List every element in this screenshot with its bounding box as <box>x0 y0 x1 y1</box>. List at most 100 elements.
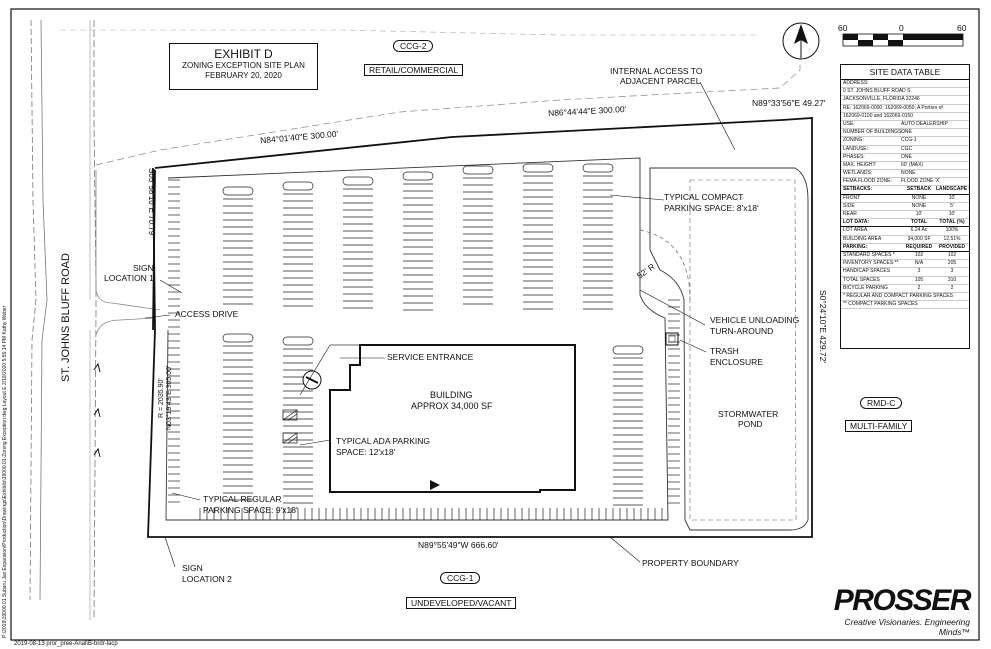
address-label: ADDRESS: <box>841 80 969 89</box>
exhibit-title-block: EXHIBIT D ZONING EXCEPTION SITE PLAN FEB… <box>169 43 318 90</box>
parking-island <box>522 163 554 173</box>
scale-mid: 0 <box>899 23 904 33</box>
callout-compact-1: TYPICAL COMPACT <box>664 192 744 202</box>
parking-island <box>282 181 314 191</box>
logo-name: PROSSER <box>833 584 972 617</box>
parking-row-cell-0: TOTAL SPACES <box>843 276 880 283</box>
parking-row-cell-1: 105 <box>914 276 924 283</box>
site-row-cell-1: CCG-1 <box>901 137 917 144</box>
site-row-cell-1: AUTO DEALERSHIP <box>901 120 948 127</box>
setback-row-cell-2: 10' <box>948 211 956 217</box>
parking-row-cell-0: BICYCLE PARKING <box>843 284 888 291</box>
lot-row-cell-0: BUILDING AREA <box>843 235 882 242</box>
parking-row: STANDARD SPACES * 102 102 <box>841 251 969 261</box>
stormwater-label-2: POND <box>738 419 763 429</box>
parking-row-cell-0: INVENTORY SPACES ** <box>843 260 899 267</box>
parking-row-cell-2: 2 <box>950 284 954 291</box>
zone-use-east: MULTI-FAMILY <box>845 420 913 432</box>
building-label: BUILDING <box>430 390 473 400</box>
bearing-east: S0°24'10"E 429.72' <box>818 290 828 363</box>
lot-row-cell-1: 34,000 SF <box>907 235 931 242</box>
footer-info: 2019-08-13 pror_pree-Anal\B-brdr-lacp <box>14 641 118 647</box>
site-row: LANDUSE:CGC <box>841 146 969 154</box>
note-1: * REGULAR AND COMPACT PARKING SPACES <box>841 293 969 302</box>
parking-label: PARKING: <box>843 243 868 250</box>
address-line-1: 0 ST. JOHNS BLUFF ROAD S <box>841 88 969 97</box>
zone-use-south: UNDEVELOPED/VACANT <box>406 597 517 609</box>
callout-service-entrance: SERVICE ENTRANCE <box>387 352 474 362</box>
scale-right: 60 <box>957 23 967 33</box>
parking-row-cell-2: 205 <box>947 260 957 267</box>
callout-compact-2: PARKING SPACE: 8'x18' <box>664 203 759 213</box>
setback-row-cell-1: NONE <box>911 202 927 209</box>
setback-row-cell-1: NONE <box>911 194 927 201</box>
site-row-cell-0: ZONING: <box>843 137 864 144</box>
callout-trash-1: TRASH <box>710 346 739 356</box>
site-data-table: SITE DATA TABLE ADDRESS: 0 ST. JOHNS BLU… <box>840 64 970 349</box>
site-row: PHASES:ONE <box>841 154 969 162</box>
setback-row: FRONT NONE 10' <box>841 195 969 203</box>
bearing-west-radius: R = 2035.90' <box>158 378 165 418</box>
callout-sign2-2: LOCATION 2 <box>182 574 232 584</box>
exhibit-title: EXHIBIT D <box>214 47 273 61</box>
site-row: USE:AUTO DEALERSHIP <box>841 120 969 130</box>
callout-regular-2: PARKING SPACE: 9'x18' <box>203 505 298 515</box>
parking-island <box>222 333 254 343</box>
callout-internal-access-1: INTERNAL ACCESS TO <box>610 66 703 76</box>
parking-row-cell-0: HANDICAP SPACES <box>843 268 891 275</box>
bearing-west-upper: S05°58'10"E 70.79' <box>147 168 156 237</box>
parking-header: PARKING: REQUIRED PROVIDED <box>841 244 969 252</box>
parking-row: TOTAL SPACES 105 310 <box>841 277 969 285</box>
road-label: ST. JOHNS BLUFF ROAD <box>60 253 72 382</box>
parking-row-cell-0: STANDARD SPACES * <box>843 251 895 258</box>
callout-access-drive: ACCESS DRIVE <box>175 309 239 319</box>
setback-row-cell-0: FRONT <box>843 194 861 201</box>
parking-row-cell-2: 3 <box>950 268 954 275</box>
parking-island <box>282 336 314 346</box>
setback-row-cell-0: REAR <box>843 211 857 217</box>
stormwater-label-1: STORMWATER <box>718 409 779 419</box>
parking-col-2: PROVIDED <box>938 243 966 250</box>
site-row: NUMBER OF BUILDINGS:ONE <box>841 129 969 138</box>
parking-col-1: REQUIRED <box>905 243 933 250</box>
parking-row-cell-1: 102 <box>914 251 924 258</box>
lot-row-cell-0: LOT AREA <box>843 227 868 234</box>
exhibit-subtitle: ZONING EXCEPTION SITE PLAN <box>182 61 305 70</box>
re-line-2: 162069-0100 and 162069-0150 <box>841 113 969 121</box>
setback-row-cell-2: 10' <box>948 194 956 201</box>
setback-row-cell-2: 5' <box>950 202 954 209</box>
bearing-south: N89°55'49"W 666.60' <box>418 540 499 550</box>
bearing-west-lower: N03°19'43"E 305.00' <box>166 365 173 430</box>
lot-row-cell-2: 12.51% <box>943 235 961 242</box>
scale-left: 60 <box>838 23 848 33</box>
site-row-cell-0: PHASES: <box>843 153 865 160</box>
callout-property-boundary: PROPERTY BOUNDARY <box>642 558 739 568</box>
setbacks-col-1: SETBACK <box>906 186 932 193</box>
callout-ada-1: TYPICAL ADA PARKING <box>336 436 431 446</box>
parking-island <box>342 176 374 186</box>
site-row: FEMA FLOOD ZONE:FLOOD ZONE 'X' <box>841 178 969 187</box>
callout-internal-access-2: ADJACENT PARCEL <box>620 76 701 86</box>
site-row-cell-0: LANDUSE: <box>843 145 869 152</box>
parking-island <box>582 163 614 173</box>
callout-regular-1: TYPICAL REGULAR <box>203 494 282 504</box>
site-row-cell-1: FLOOD ZONE 'X' <box>901 178 941 185</box>
site-row: ZONING: CCG-1 <box>841 137 969 146</box>
parking-island <box>462 165 494 175</box>
site-data-title: SITE DATA TABLE <box>841 65 969 80</box>
parking-island <box>612 345 644 355</box>
lot-row: BUILDING AREA 34,000 SF 12.51% <box>841 236 969 244</box>
bearing-north-east: N89°33'56"E 49.27' <box>752 98 826 108</box>
site-row-cell-1: NONE <box>901 170 916 177</box>
prosser-logo: PROSSER Creative Visionaries. Engineerin… <box>830 584 972 638</box>
site-row-cell-0: MAX. HEIGHT: <box>843 161 877 168</box>
parking-row-cell-2: 310 <box>947 276 957 283</box>
parking-island <box>222 186 254 196</box>
parking-row-cell-2: 102 <box>947 251 957 258</box>
